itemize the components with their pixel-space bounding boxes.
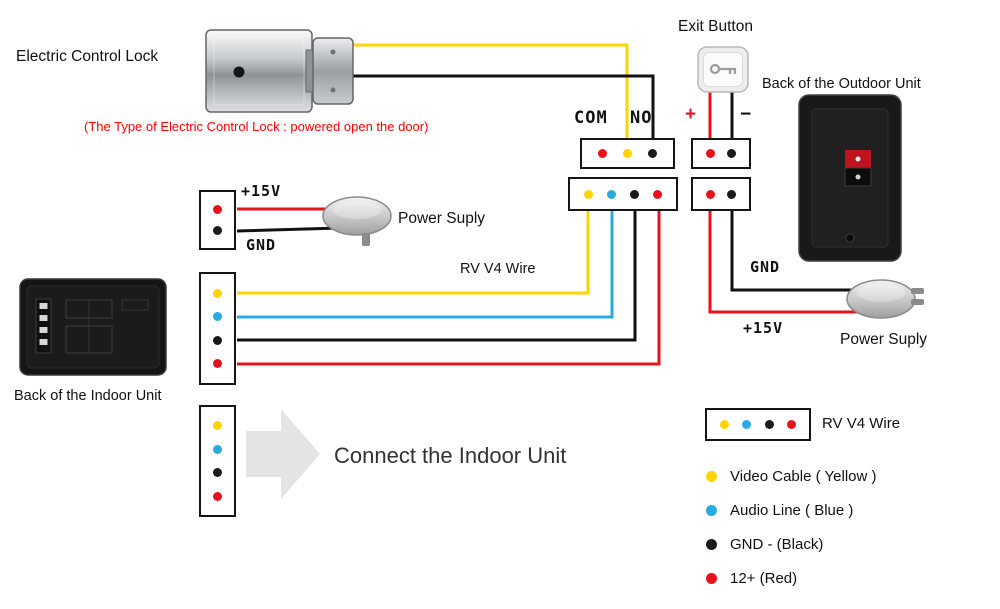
no-label: NO — [630, 108, 653, 128]
pin-blue — [742, 420, 752, 429]
legend-rv-connector — [705, 408, 811, 441]
wires — [236, 43, 862, 366]
pin-red — [213, 359, 222, 369]
power-supply-right-image — [846, 279, 924, 319]
rv-wire-mid-label: RV V4 Wire — [460, 261, 536, 277]
connect-indoor-title: Connect the Indoor Unit — [334, 443, 567, 468]
audio-color-dot — [706, 505, 717, 516]
legend-item-12v: 12+ (Red) — [706, 570, 797, 587]
indoor-unit-connector — [199, 272, 236, 385]
lock-keyhole — [233, 66, 245, 78]
pin-red — [705, 149, 715, 158]
rv-wire-connector — [568, 177, 678, 211]
wire-red-right-power — [708, 211, 862, 314]
legend-rv-label: RV V4 Wire — [822, 415, 901, 432]
arrow-right — [246, 409, 320, 499]
pin-yellow — [720, 420, 730, 429]
video-color-dot — [706, 471, 717, 482]
outdoor-unit-label: Back of the Outdoor Unit — [762, 76, 921, 92]
pin-blue — [213, 312, 222, 322]
pin-red — [213, 491, 222, 501]
pin-red — [786, 420, 796, 429]
legend-item-label: Video Cable ( Yellow ) — [730, 468, 877, 485]
electric-control-lock-label: Electric Control Lock — [16, 48, 159, 65]
pin-yellow — [584, 189, 593, 199]
exit-button-image — [697, 46, 749, 93]
pin-red — [705, 189, 715, 199]
power-color-dot — [706, 573, 717, 584]
pin-red — [653, 189, 662, 199]
pin-black — [213, 468, 222, 478]
pin-red — [213, 204, 222, 214]
minus-label: − — [740, 104, 752, 125]
power-supply-right-label: Power Suply — [840, 331, 928, 348]
power-supply-left-image — [322, 196, 392, 246]
spare-indoor-connector — [199, 405, 236, 517]
lock-note-label: (The Type of Electric Control Lock : pow… — [84, 119, 429, 134]
pin-blue — [213, 444, 222, 454]
pin-black — [727, 149, 737, 158]
wire-black-lock — [348, 74, 655, 139]
power-supply-left-label: Power Suply — [398, 210, 486, 227]
plus15v-right-label: +15V — [743, 319, 784, 337]
plus-label: + — [685, 104, 697, 125]
exit-terminal-block — [691, 138, 751, 169]
wire-yellow-lock — [348, 43, 629, 139]
lock-terminal-block — [580, 138, 675, 169]
pin-black — [213, 226, 222, 236]
com-label: COM — [574, 108, 608, 128]
pin-black — [764, 420, 774, 429]
exit-button-label: Exit Button — [678, 18, 753, 35]
pin-blue — [607, 189, 616, 199]
gnd-color-dot — [706, 539, 717, 550]
pin-black — [727, 189, 737, 199]
gnd-left-label: GND — [246, 236, 277, 254]
pin-red — [598, 149, 607, 158]
wire-black-right-power — [730, 211, 862, 292]
pin-yellow — [623, 149, 632, 158]
wire-black-rv — [237, 211, 637, 342]
outdoor-power-connector — [691, 177, 751, 211]
pin-black — [648, 149, 657, 158]
wire-blue-rv — [237, 211, 614, 319]
wire-black-left-power — [236, 226, 341, 233]
pin-black — [630, 189, 639, 199]
plus15v-left-label: +15V — [241, 182, 282, 200]
gnd-right-label: GND — [750, 258, 781, 276]
legend-item-label: 12+ (Red) — [730, 570, 798, 587]
indoor-unit-image — [19, 278, 167, 376]
pin-yellow — [213, 421, 222, 431]
wire-yellow-rv — [237, 211, 590, 295]
pin-yellow — [213, 288, 222, 298]
legend-item-label: GND - (Black) — [730, 536, 824, 553]
key-icon — [709, 63, 737, 75]
wire-red-rv — [237, 211, 661, 366]
pin-black — [213, 335, 222, 345]
indoor-unit-label: Back of the Indoor Unit — [14, 388, 162, 404]
outdoor-unit-image — [798, 94, 902, 262]
legend-item-video: Video Cable ( Yellow ) — [706, 468, 876, 485]
indoor-power-connector — [199, 190, 236, 250]
electric-lock-image — [205, 29, 354, 113]
legend-item-audio: Audio Line ( Blue ) — [706, 502, 853, 519]
legend-item-gnd: GND - (Black) — [706, 536, 823, 553]
legend-item-label: Audio Line ( Blue ) — [730, 502, 854, 519]
